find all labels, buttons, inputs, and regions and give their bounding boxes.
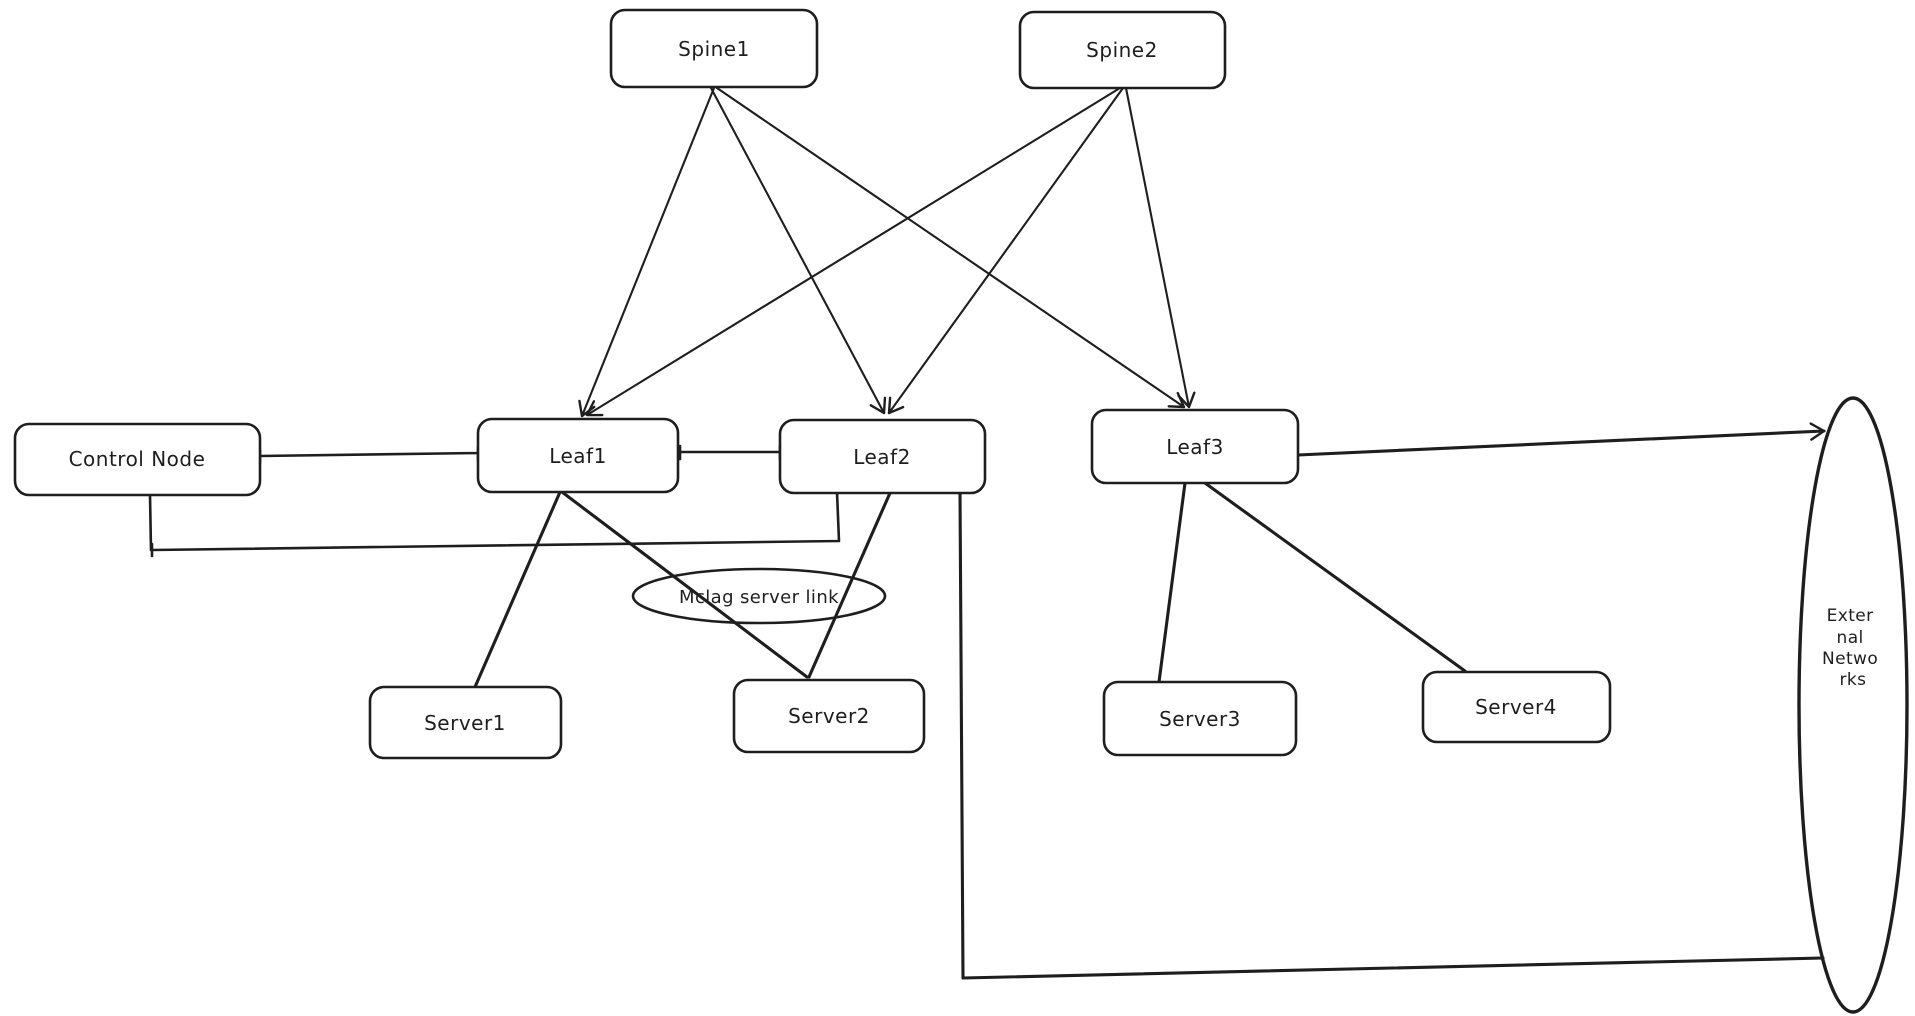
node-box bbox=[368, 685, 563, 760]
node-server2[interactable]: Server2 bbox=[732, 678, 926, 754]
node-spine2[interactable]: Spine2 bbox=[1018, 10, 1227, 90]
edge-spine1-leaf3 bbox=[715, 86, 1186, 409]
node-leaf3[interactable]: Leaf3 bbox=[1090, 408, 1300, 485]
node-label: Leaf2 bbox=[853, 445, 911, 469]
node-box bbox=[609, 8, 819, 89]
node-label: Server3 bbox=[1159, 707, 1241, 731]
node-box bbox=[778, 418, 987, 495]
node-label: Leaf3 bbox=[1166, 435, 1224, 459]
node-box bbox=[1102, 680, 1298, 757]
node-box bbox=[732, 678, 926, 754]
node-box bbox=[1421, 670, 1612, 744]
node-box bbox=[13, 422, 262, 497]
node-box bbox=[476, 417, 680, 494]
edge-leaf3-server4 bbox=[1203, 481, 1467, 673]
node-label: Server1 bbox=[424, 711, 506, 735]
external-networks-ellipse[interactable]: Exter nal Netwo rks bbox=[1797, 396, 1909, 1014]
node-server4[interactable]: Server4 bbox=[1421, 670, 1612, 744]
edge-leaf3-external bbox=[1296, 422, 1826, 457]
node-leaf1[interactable]: Leaf1 bbox=[476, 417, 680, 494]
edge-control-stub bbox=[148, 493, 153, 552]
edge-spine1-leaf1 bbox=[578, 86, 716, 418]
edge-leaf2-external bbox=[958, 488, 1825, 980]
edge-spine2-leaf2 bbox=[887, 86, 1125, 415]
node-control[interactable]: Control Node bbox=[13, 422, 262, 497]
node-label: Server2 bbox=[788, 704, 870, 728]
edge-leaf3-server3 bbox=[1157, 481, 1187, 684]
node-box bbox=[1018, 10, 1227, 90]
mclag-label: Mclag server link bbox=[679, 587, 839, 608]
node-label: Spine1 bbox=[678, 37, 750, 61]
node-box bbox=[1090, 408, 1300, 485]
node-leaf2[interactable]: Leaf2 bbox=[778, 418, 987, 495]
edge-spine1-leaf2 bbox=[709, 86, 887, 415]
node-label: Leaf1 bbox=[549, 444, 607, 468]
node-label: Server4 bbox=[1475, 695, 1557, 719]
edge-spine2-leaf3 bbox=[1124, 86, 1196, 409]
mclag-label-ellipse[interactable]: Mclag server link bbox=[631, 567, 887, 625]
edge-leaf1-server2 bbox=[560, 490, 809, 679]
edge-control-leaf1 bbox=[258, 445, 480, 465]
node-label: Control Node bbox=[69, 447, 206, 471]
node-spine1[interactable]: Spine1 bbox=[609, 8, 819, 89]
external-ellipse-outline bbox=[1797, 396, 1909, 1014]
node-server3[interactable]: Server3 bbox=[1102, 680, 1298, 757]
mclag-ellipse-outline bbox=[631, 567, 887, 625]
edge-spine2-leaf1 bbox=[585, 86, 1122, 417]
edge-leaf2-server2 bbox=[807, 491, 892, 679]
edge-leaf1-server1 bbox=[473, 490, 562, 689]
node-label: Spine2 bbox=[1086, 38, 1158, 62]
edges-layer bbox=[148, 86, 1826, 980]
edge-leaf1-leaf2 bbox=[678, 444, 782, 461]
edge-leaf2-control-run bbox=[150, 490, 841, 558]
node-server1[interactable]: Server1 bbox=[368, 685, 563, 760]
external-networks-label: Exter nal Netwo rks bbox=[1822, 606, 1884, 690]
